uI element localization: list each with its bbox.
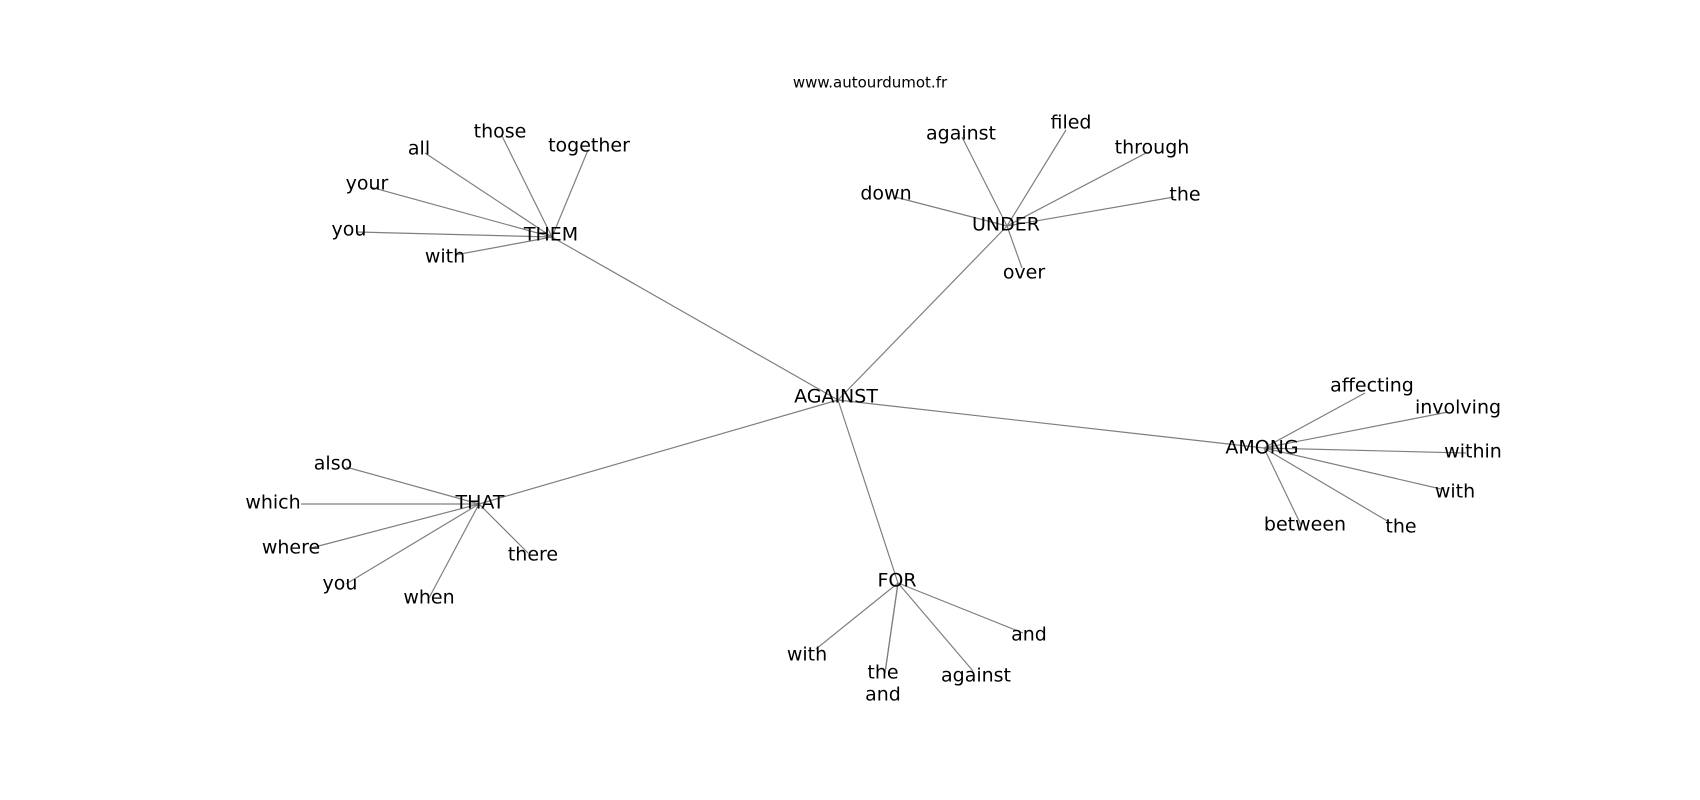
leaf-node-them-3: your bbox=[346, 173, 389, 195]
edge-under-0 bbox=[961, 136, 1008, 227]
leaf-node-them-1: those bbox=[474, 121, 527, 143]
leaf-node-them-4: you bbox=[332, 219, 367, 241]
edge-that-2 bbox=[310, 503, 480, 549]
leaf-node-under-0: against bbox=[926, 123, 996, 145]
center-node-label: AGAINST bbox=[794, 386, 878, 408]
leaf-node-under-3: down bbox=[860, 183, 911, 205]
leaf-node-them-2: together bbox=[548, 135, 630, 157]
group-node-that: THAT bbox=[454, 492, 504, 514]
group-node-under: UNDER bbox=[972, 214, 1040, 236]
leaf-node-that-4: when bbox=[403, 587, 454, 609]
edge-under-2 bbox=[1006, 152, 1147, 227]
edge-under-1 bbox=[1006, 129, 1067, 227]
edge-under-4 bbox=[1006, 196, 1175, 227]
edge-them-4 bbox=[356, 231, 553, 238]
edge-center-them bbox=[551, 236, 839, 401]
edge-for-4 bbox=[897, 582, 1024, 634]
leaf-node-for-4: and bbox=[1011, 624, 1047, 646]
edge-that-4 bbox=[428, 503, 480, 599]
group-node-them: THEM bbox=[523, 224, 578, 246]
edge-that-0 bbox=[345, 466, 480, 505]
leaf-node-among-2: within bbox=[1444, 441, 1502, 463]
edge-for-2 bbox=[884, 582, 899, 674]
edge-under-5 bbox=[1006, 225, 1023, 269]
edge-them-3 bbox=[369, 186, 553, 238]
leaf-node-under-1: filed bbox=[1051, 112, 1092, 134]
edge-among-2 bbox=[1263, 447, 1467, 454]
leaf-node-that-0: also bbox=[314, 453, 352, 475]
edge-them-0 bbox=[424, 152, 553, 238]
leaf-node-that-1: which bbox=[245, 492, 300, 514]
group-node-for: FOR bbox=[877, 570, 916, 592]
edge-among-1 bbox=[1263, 411, 1449, 449]
group-node-among: AMONG bbox=[1225, 437, 1298, 459]
edge-them-2 bbox=[551, 149, 589, 238]
leaf-node-under-5: over bbox=[1003, 262, 1046, 284]
leaf-node-that-2: where bbox=[262, 537, 320, 559]
edge-center-for bbox=[837, 399, 899, 584]
leaf-node-for-0: with bbox=[787, 644, 827, 666]
graph-edges bbox=[301, 129, 1467, 674]
leaf-node-them-5: with bbox=[425, 246, 465, 268]
leaf-node-them-0: all bbox=[408, 138, 430, 160]
leaf-node-among-4: between bbox=[1264, 514, 1346, 536]
edge-for-3 bbox=[897, 582, 974, 672]
leaf-node-among-3: with bbox=[1435, 481, 1475, 503]
edge-them-5 bbox=[454, 236, 553, 256]
edge-center-among bbox=[837, 399, 1265, 449]
edge-that-5 bbox=[478, 503, 529, 554]
edge-for-0 bbox=[815, 582, 899, 650]
source-label: www.autourdumot.fr bbox=[793, 74, 948, 92]
edge-them-1 bbox=[501, 135, 553, 238]
leaf-node-that-3: you bbox=[323, 573, 358, 595]
edge-among-0 bbox=[1263, 392, 1366, 449]
edge-center-that bbox=[478, 399, 839, 505]
leaf-node-among-1: involving bbox=[1415, 397, 1501, 419]
leaf-node-among-0: affecting bbox=[1330, 375, 1414, 397]
leaf-node-under-4: the bbox=[1169, 184, 1200, 206]
leaf-node-for-2: and bbox=[865, 684, 901, 706]
edge-center-under bbox=[837, 225, 1008, 401]
edge-that-3 bbox=[345, 503, 480, 585]
leaf-node-that-5: there bbox=[508, 544, 558, 566]
edge-among-5 bbox=[1263, 447, 1390, 523]
leaf-node-under-2: through bbox=[1115, 137, 1190, 159]
edge-among-4 bbox=[1263, 447, 1302, 526]
leaf-node-for-3: against bbox=[941, 665, 1011, 687]
leaf-node-for-1: the bbox=[867, 662, 898, 684]
graph-nodes: AGAINST THEM all those together your you with UN… bbox=[245, 112, 1502, 706]
edge-under-3 bbox=[894, 196, 1008, 227]
edge-among-3 bbox=[1263, 447, 1442, 490]
leaf-node-among-5: the bbox=[1385, 516, 1416, 538]
